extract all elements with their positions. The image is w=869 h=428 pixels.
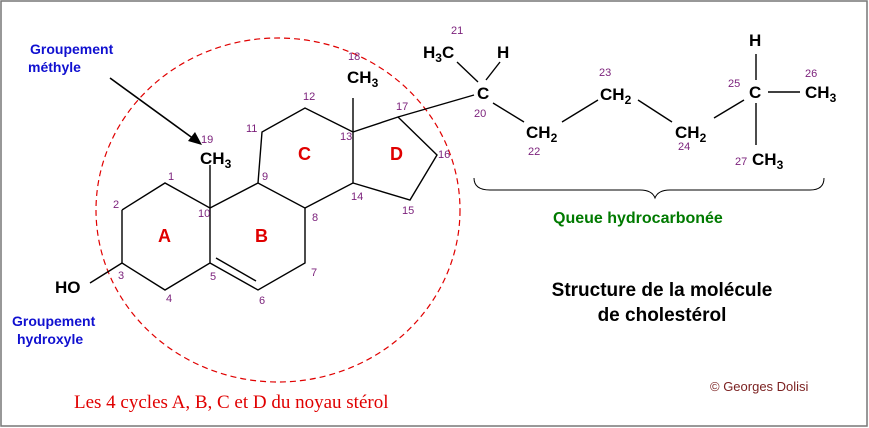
methyl-21: H3C: [423, 43, 454, 65]
atom-number-27: 27: [735, 156, 747, 168]
atom-number-13: 13: [340, 131, 352, 143]
atom-number-10: 10: [198, 208, 210, 220]
diagram-title-line1: Structure de la molécule: [552, 280, 773, 301]
carbon-20: C: [477, 84, 489, 103]
ring-d-label: D: [390, 144, 403, 164]
atom-number-7: 7: [311, 267, 317, 279]
sterol-caption: Les 4 cycles A, B, C et D du noyau stéro…: [74, 392, 389, 413]
ring-d-bonds: [352, 116, 438, 201]
copyright-credit: © Georges Dolisi: [710, 379, 809, 394]
methylene-24: CH2: [675, 123, 707, 145]
ring-c-bonds: [257, 107, 354, 209]
hydrogen-20: H: [497, 43, 509, 62]
atom-number-15: 15: [402, 205, 414, 217]
bond-22-23: [561, 99, 599, 123]
bond-24-25: [713, 99, 745, 119]
atom-number-5: 5: [210, 271, 216, 283]
atom-number-11: 11: [246, 123, 257, 135]
bond-20-22: [492, 102, 525, 123]
atom-number-3: 3: [118, 270, 124, 282]
ring-c-label: C: [298, 144, 311, 164]
methyl-27: CH3: [752, 150, 784, 172]
bond-23-24: [637, 99, 673, 123]
hydroxyl-group: HO: [55, 278, 81, 297]
atom-number-14: 14: [351, 191, 363, 203]
tail-label: Queue hydrocarbonée: [553, 210, 723, 227]
atom-number-16: 16: [438, 149, 450, 161]
hydroxyl-bond: [89, 262, 123, 284]
ring-a-label: A: [158, 226, 171, 246]
ring-b-label: B: [255, 226, 268, 246]
hydroxyl-label-line2: hydroxyle: [17, 331, 83, 347]
atom-number-17: 17: [396, 101, 408, 113]
bond-20-21: [456, 61, 479, 83]
sterol-nucleus-circle: [95, 37, 461, 383]
atom-number-24: 24: [678, 141, 690, 153]
hydroxyl-label-line1: Groupement: [12, 313, 96, 329]
methyl-label-line1: Groupement: [30, 41, 114, 57]
methyl-label-line2: méthyle: [28, 59, 81, 75]
tail-brace: [473, 177, 825, 200]
methylene-23: CH2: [600, 85, 632, 107]
atom-number-6: 6: [259, 295, 265, 307]
atom-number-9: 9: [262, 171, 268, 183]
ring-b-bonds: [209, 182, 306, 291]
atom-number-21: 21: [451, 25, 463, 37]
bond-20-h: [485, 61, 501, 81]
diagram-title-line2: de cholestérol: [598, 305, 727, 326]
atom-number-19: 19: [201, 134, 213, 146]
methyl-26: CH3: [805, 83, 837, 105]
atom-number-8: 8: [312, 212, 318, 224]
atom-number-22: 22: [528, 146, 540, 158]
atom-number-20: 20: [474, 108, 486, 120]
methylene-22: CH2: [526, 123, 558, 145]
methyl-19: CH3: [200, 149, 232, 171]
hydrogen-25: H: [749, 31, 761, 50]
methyl-arrow: [109, 77, 199, 143]
double-bond-5-6: [215, 257, 257, 282]
atom-number-18: 18: [348, 51, 360, 63]
atom-number-26: 26: [805, 68, 817, 80]
atom-number-4: 4: [166, 293, 172, 305]
atom-number-1: 1: [168, 171, 174, 183]
methyl-18: CH3: [347, 68, 379, 90]
atom-number-2: 2: [113, 199, 119, 211]
atom-number-25: 25: [728, 78, 740, 90]
carbon-25: C: [749, 83, 761, 102]
bond-17-20: [397, 94, 475, 118]
atom-number-23: 23: [599, 67, 611, 79]
methyl-arrow-head: [188, 132, 202, 145]
atom-number-12: 12: [303, 91, 315, 103]
